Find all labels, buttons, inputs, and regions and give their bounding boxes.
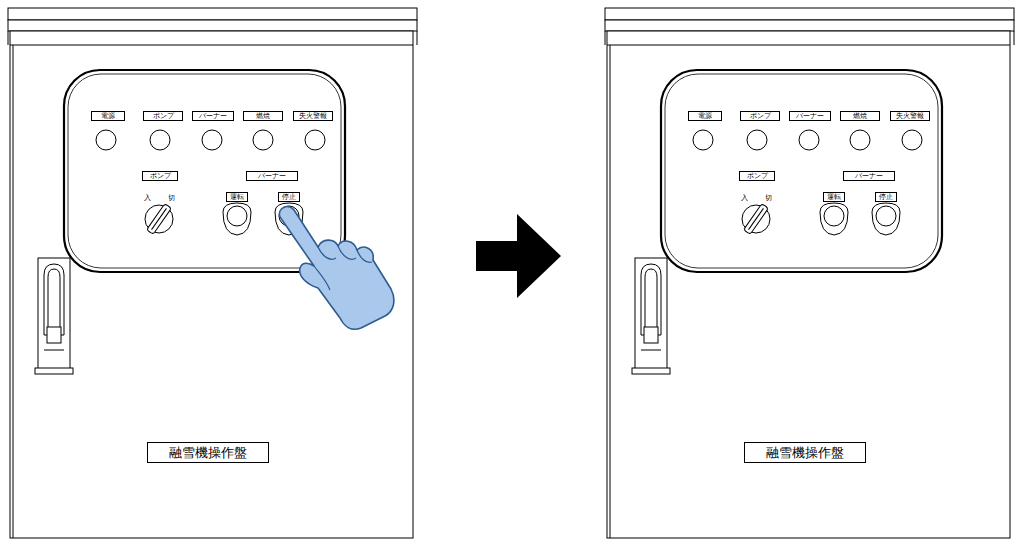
label-text: 停止 bbox=[879, 194, 893, 201]
button-label: 停止 bbox=[278, 192, 300, 202]
button-label: 運転 bbox=[823, 192, 845, 202]
section-label: ポンプ bbox=[142, 171, 178, 181]
label-text: 運転 bbox=[827, 194, 841, 201]
label-text: 燃焼 bbox=[853, 113, 867, 120]
label-text: バーナー bbox=[199, 113, 227, 120]
label-text: 停止 bbox=[282, 194, 296, 201]
label-text: バーナー bbox=[258, 173, 286, 180]
label-text: ポンプ bbox=[750, 113, 771, 120]
label-text: 失火警報 bbox=[896, 113, 924, 120]
button-label: 運転 bbox=[226, 192, 248, 202]
indicator-label: 電源 bbox=[688, 111, 722, 121]
label-text: 電源 bbox=[101, 113, 115, 120]
label-text: バーナー bbox=[796, 113, 824, 120]
indicator-label: 失火警報 bbox=[890, 111, 930, 121]
label-text: 燃焼 bbox=[256, 113, 270, 120]
label-text: 融雪機操作盤 bbox=[169, 446, 247, 459]
indicator-label: 燃焼 bbox=[243, 111, 283, 121]
label-text: 融雪機操作盤 bbox=[766, 446, 844, 459]
label-text: ポンプ bbox=[153, 113, 174, 120]
arrow bbox=[476, 214, 561, 298]
indicator-label: 燃焼 bbox=[840, 111, 880, 121]
section-label: バーナー bbox=[246, 171, 298, 181]
switch-position: 切 bbox=[168, 195, 175, 202]
pointing-hand bbox=[279, 207, 393, 330]
indicator-label: 電源 bbox=[91, 111, 125, 121]
button-label: 停止 bbox=[875, 192, 897, 202]
section-label: バーナー bbox=[843, 171, 895, 181]
indicator-label: バーナー bbox=[789, 111, 831, 121]
switch-position: 入 bbox=[741, 195, 748, 202]
switch-position: 入 bbox=[144, 195, 151, 202]
label-text: ポンプ bbox=[747, 173, 768, 180]
label-text: バーナー bbox=[855, 173, 883, 180]
label-text: 失火警報 bbox=[299, 113, 327, 120]
name-plate: 融雪機操作盤 bbox=[744, 442, 866, 463]
name-plate: 融雪機操作盤 bbox=[147, 442, 269, 463]
label-text: ポンプ bbox=[150, 173, 171, 180]
indicator-label: ポンプ bbox=[143, 111, 183, 121]
label-text: 運転 bbox=[230, 194, 244, 201]
label-text: 電源 bbox=[698, 113, 712, 120]
indicator-label: ポンプ bbox=[740, 111, 780, 121]
section-label: ポンプ bbox=[739, 171, 775, 181]
switch-position: 切 bbox=[765, 195, 772, 202]
indicator-label: 失火警報 bbox=[293, 111, 333, 121]
indicator-label: バーナー bbox=[192, 111, 234, 121]
